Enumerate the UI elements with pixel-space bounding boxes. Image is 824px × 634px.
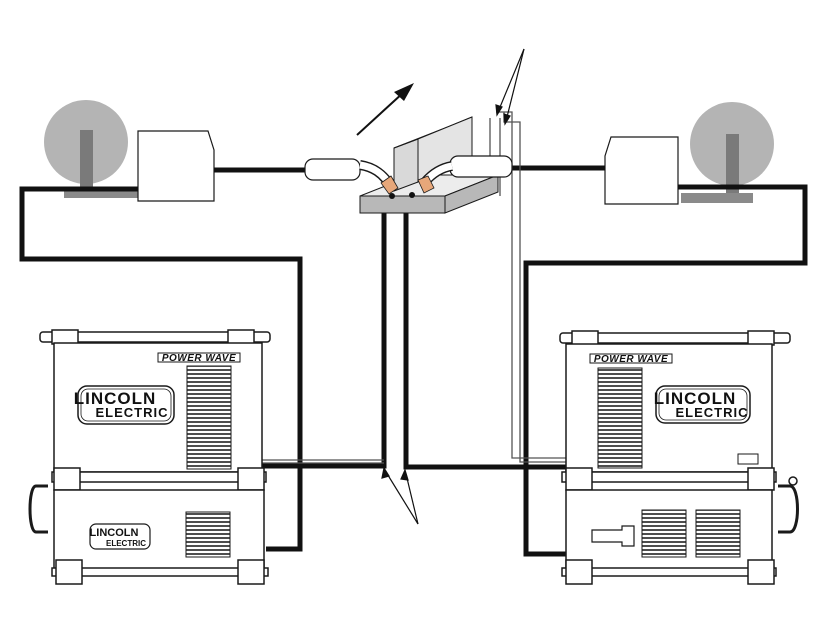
right-control-cable (523, 184, 808, 557)
left-wire-spool (44, 100, 138, 198)
right-wire-spool (681, 102, 774, 203)
sense-lead-callout-arrows (495, 48, 525, 126)
travel-direction-arrow (356, 83, 414, 136)
left-wire-feeder (137, 130, 215, 202)
work-lead-callout-arrows (381, 466, 419, 525)
left-lower-brand-name: LINCOLN (90, 527, 139, 539)
left-power-source-upper: POWER WAVE LINCOLN ELECTRIC (39, 329, 271, 491)
right-power-source-upper: POWER WAVE LINCOLN ELECTRIC (559, 330, 791, 491)
left-power-source-lower: LINCOLN ELECTRIC (28, 484, 269, 585)
right-wire-feeder (604, 136, 679, 205)
lead-torch (304, 158, 399, 199)
trail-torch (409, 155, 513, 198)
left-lower-brand-subname: ELECTRIC (106, 539, 146, 548)
right-brand-subname: ELECTRIC (676, 405, 749, 420)
left-brand-name: LINCOLN (74, 389, 157, 408)
left-model-label: POWER WAVE (162, 353, 236, 364)
work-lead-cables (262, 196, 566, 470)
left-control-cable (19, 186, 303, 552)
left-brand-subname: ELECTRIC (96, 405, 169, 420)
right-model-label: POWER WAVE (594, 354, 668, 365)
right-brand-name: LINCOLN (654, 389, 737, 408)
right-power-source-lower (561, 476, 799, 585)
